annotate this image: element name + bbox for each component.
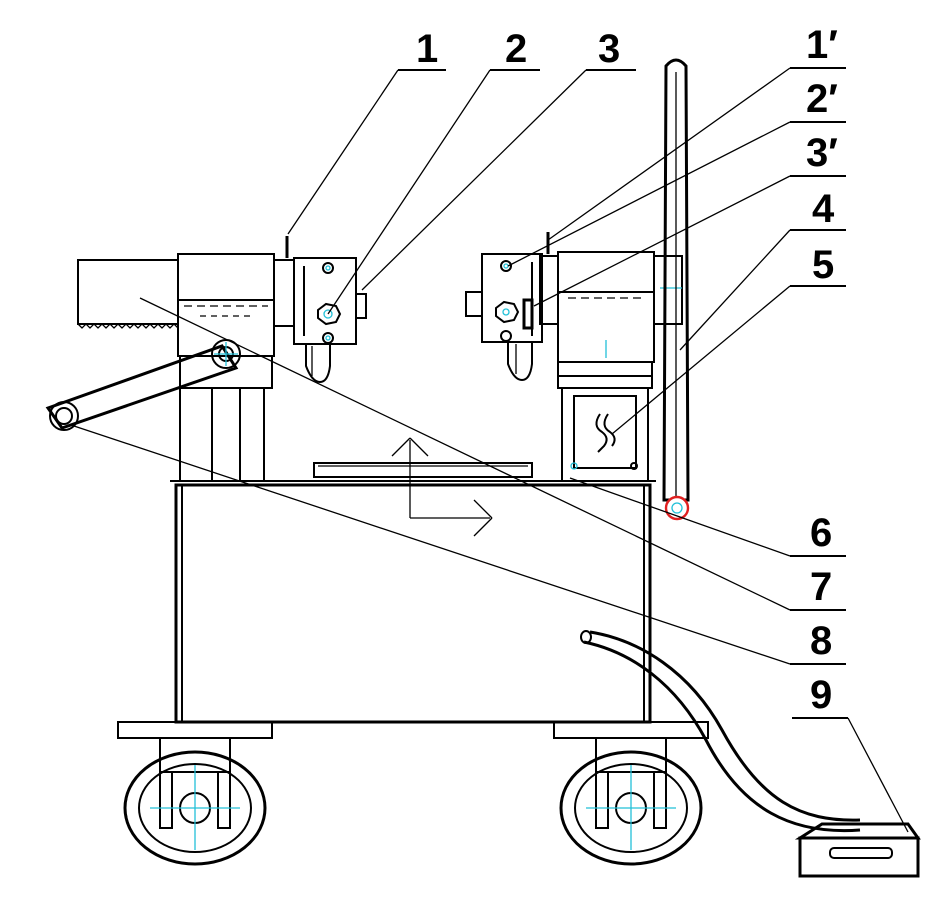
label-8: 8 [810,619,832,663]
label-2-prime: 2′ [806,77,838,121]
right-column [557,361,653,482]
label-3-prime: 3′ [806,131,838,175]
right-clamp-head [465,232,559,382]
label-1: 1 [416,27,438,71]
left-clamp-head [273,236,367,384]
label-7: 7 [810,565,832,609]
right-caster-wheel [553,721,709,866]
slide-table [313,462,533,478]
label-4: 4 [812,187,835,231]
part-labels: 1 2 3 1′ 2′ 3′ 4 5 6 7 8 9 [416,23,838,717]
label-9: 9 [810,673,832,717]
left-handle-lever [45,339,241,431]
hose-cable [580,630,861,833]
vertical-handle-bar [662,58,690,521]
label-1-prime: 1′ [806,23,838,67]
label-3: 3 [598,27,620,71]
coordinate-arrows [391,437,493,537]
left-column [179,355,273,482]
left-motor-housing [77,253,275,357]
label-5: 5 [812,243,834,287]
left-caster-wheel [117,721,273,866]
label-2: 2 [505,27,527,71]
foot-pedal [794,822,921,878]
label-6: 6 [810,511,832,555]
leader-lines [73,67,909,833]
cabinet-base [170,480,656,724]
